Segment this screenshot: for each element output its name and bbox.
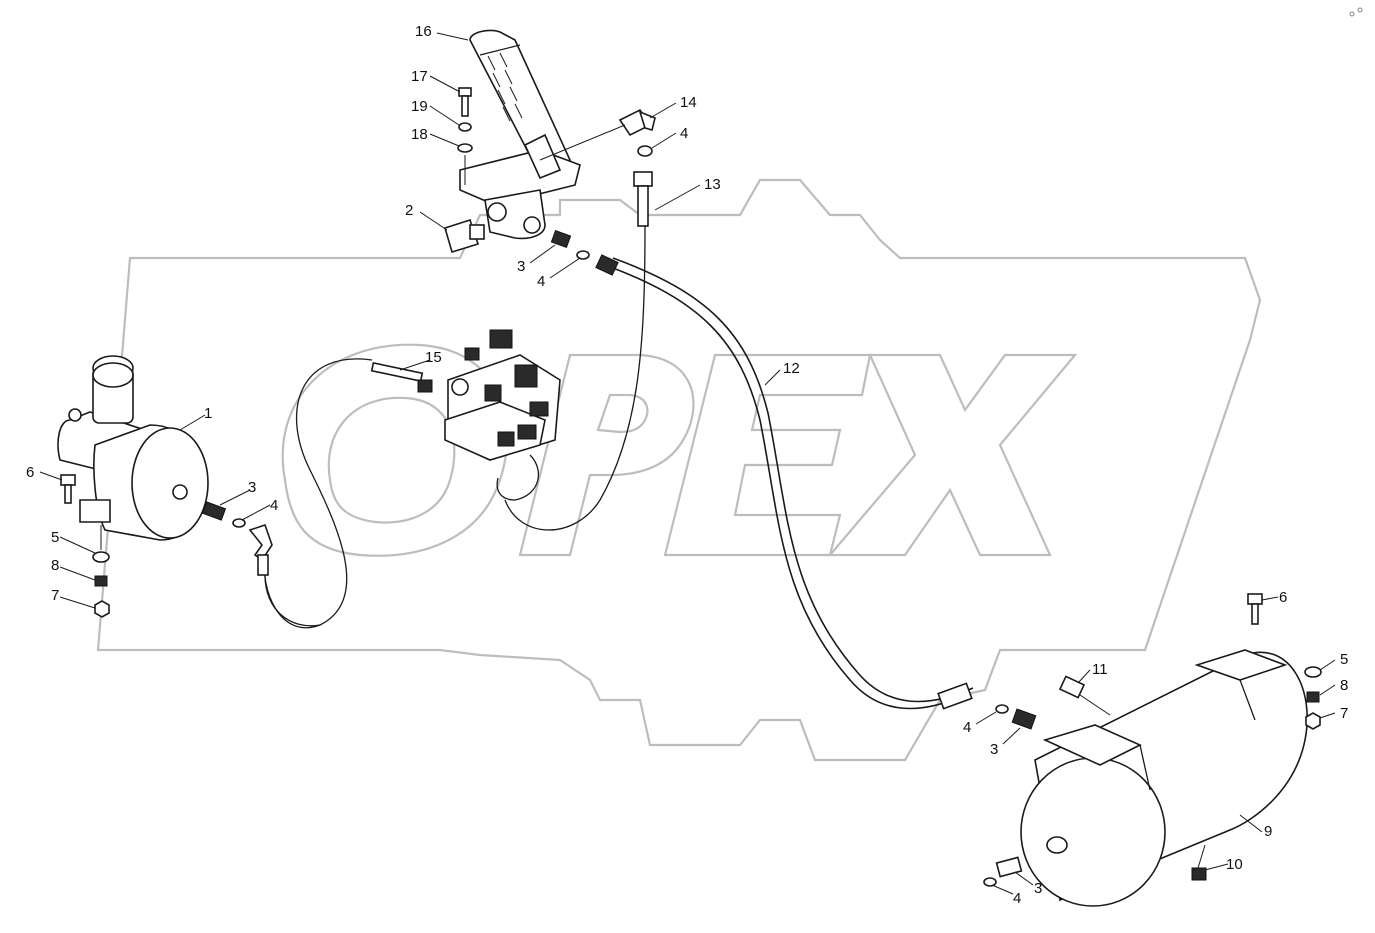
- callout-19: 19: [411, 98, 428, 115]
- callout-4-bottom: 4: [1013, 890, 1021, 907]
- callout-4-mid: 4: [537, 273, 545, 290]
- callout-4-left: 4: [270, 497, 278, 514]
- callout-3-pedal: 3: [517, 258, 525, 275]
- washer-19: [458, 122, 472, 132]
- washer-8-left: [94, 575, 108, 587]
- plug-2: [444, 218, 485, 254]
- elbow-left: [248, 523, 273, 576]
- callout-6-right: 6: [1279, 589, 1287, 606]
- callout-3-bottom: 3: [1034, 880, 1042, 897]
- hose-15-loop: [263, 358, 373, 629]
- callout-15: 15: [425, 349, 442, 366]
- hose-13-line: [504, 225, 646, 531]
- seal-4-left: [232, 518, 246, 528]
- callout-3-right: 3: [990, 741, 998, 758]
- bolt-6-left: [60, 474, 76, 504]
- valve-block: [444, 329, 561, 461]
- fitting-14: [618, 108, 656, 137]
- seal-4-right: [995, 704, 1009, 714]
- callout-4-right: 4: [963, 719, 971, 736]
- air-tank-9: [1020, 649, 1308, 907]
- hose-end-13: [633, 171, 653, 227]
- callout-11: 11: [1092, 661, 1108, 678]
- callout-9: 9: [1264, 823, 1272, 840]
- washer-5-left: [92, 551, 110, 563]
- seal-4-bottom: [983, 877, 997, 887]
- bolt-6-right: [1247, 593, 1263, 625]
- callout-labels: 16 17 19 18 14 4 13 2 3 4 15 12 1 6 3 4 …: [26, 23, 1348, 907]
- nut-7-right: [1305, 712, 1321, 730]
- brake-pedal: [459, 29, 581, 240]
- seal-4-mid: [576, 250, 590, 260]
- callout-12: 12: [783, 360, 800, 377]
- callout-18: 18: [411, 126, 428, 143]
- callout-2: 2: [405, 202, 413, 219]
- callout-6-left: 6: [26, 464, 34, 481]
- callout-5-right: 5: [1340, 651, 1348, 668]
- nut-7-left: [94, 600, 110, 618]
- callout-10: 10: [1226, 856, 1243, 873]
- washer-8-right: [1306, 691, 1320, 703]
- callout-13: 13: [704, 176, 721, 193]
- callout-7-left: 7: [51, 587, 59, 604]
- callout-16: 16: [415, 23, 432, 40]
- callout-14: 14: [680, 94, 697, 111]
- adapter-3-top: [550, 229, 572, 249]
- washer-18: [457, 143, 473, 153]
- hose-12-end-bottom: [937, 682, 973, 710]
- callout-8-left: 8: [51, 557, 59, 574]
- adapter-11: [1058, 675, 1086, 699]
- pedal-treads: [487, 52, 523, 122]
- watermark-gear: [96, 178, 1262, 762]
- master-cylinder-1: [57, 355, 209, 541]
- adapter-3-right: [1011, 708, 1037, 730]
- seal-4-top: [637, 145, 653, 157]
- callout-4-pedal: 4: [680, 125, 688, 142]
- hose-15: [370, 361, 433, 393]
- adapter-3-left: [201, 501, 227, 521]
- washer-5-right: [1304, 666, 1322, 678]
- hose-12-end-top: [595, 254, 619, 276]
- callout-1: 1: [204, 405, 212, 422]
- brake-hose-12: [604, 264, 966, 710]
- callout-17: 17: [411, 68, 428, 85]
- leader-lines: [39, 32, 1336, 895]
- callout-5-left: 5: [51, 529, 59, 546]
- bolt-17: [458, 87, 472, 117]
- callout-3-left: 3: [248, 479, 256, 496]
- callout-8-right: 8: [1340, 677, 1348, 694]
- corner-mark: [1349, 7, 1363, 17]
- callout-7-right: 7: [1340, 705, 1348, 722]
